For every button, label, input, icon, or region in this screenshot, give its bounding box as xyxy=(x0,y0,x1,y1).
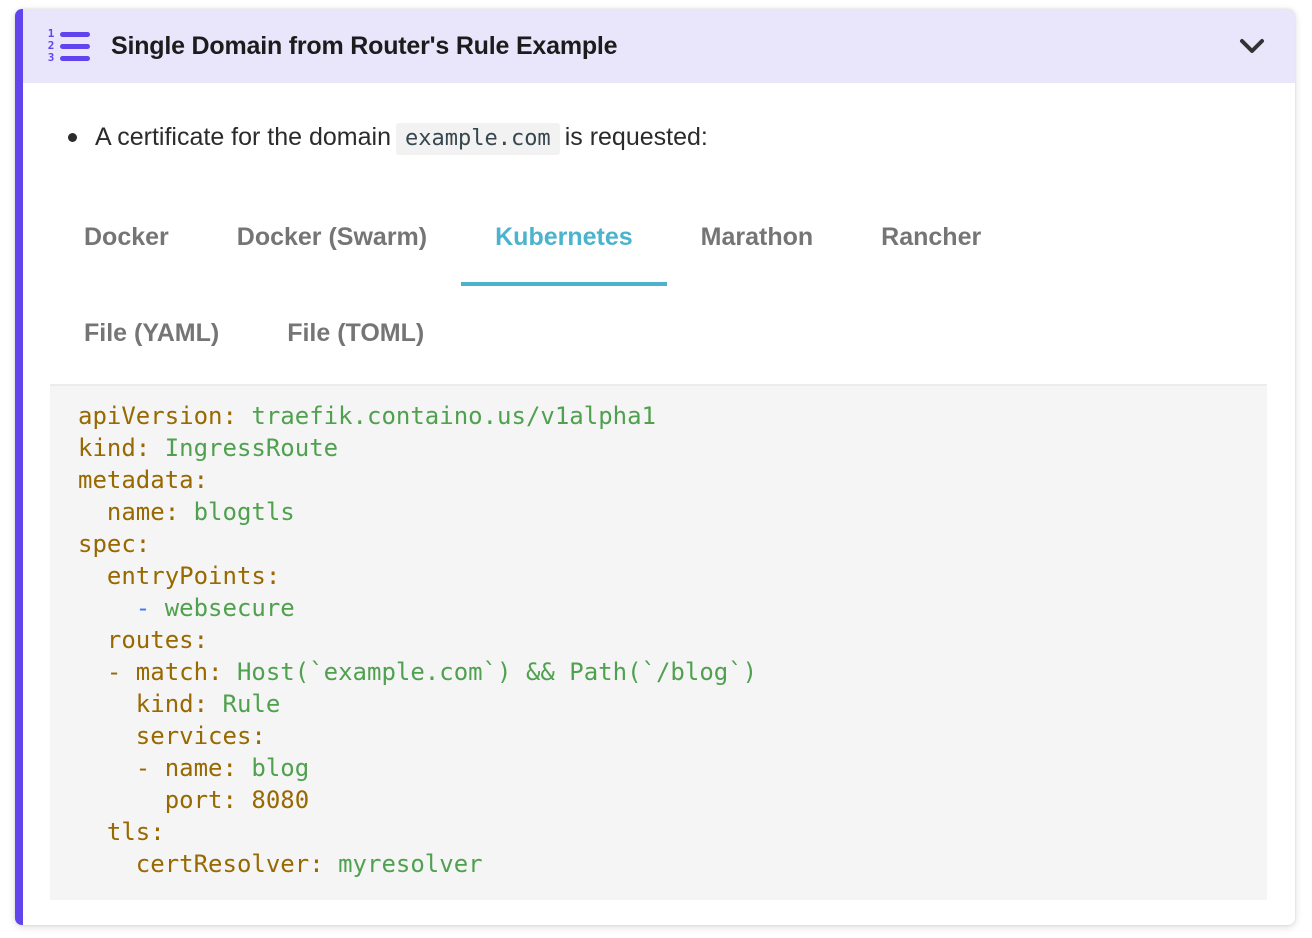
code-token-string: myresolver xyxy=(338,850,483,878)
code-token-key: apiVersion: xyxy=(78,402,237,430)
code-token-plain xyxy=(237,754,251,782)
code-token-string: traefik.containo.us/v1alpha1 xyxy=(251,402,656,430)
code-token-plain xyxy=(237,786,251,814)
code-token-plain xyxy=(78,594,136,622)
code-token-number: 8080 xyxy=(251,786,310,814)
code-token-key: services: xyxy=(135,722,266,750)
inline-code-domain: example.com xyxy=(395,123,560,155)
list-icon-bar xyxy=(60,55,90,61)
tab-row-primary: Docker Docker (Swarm) Kubernetes Marathon Ra… xyxy=(50,223,1267,286)
code-token-key: certResolver: xyxy=(135,850,324,878)
code-token-plain xyxy=(78,786,165,814)
code-token-string: websecure xyxy=(164,594,295,622)
code-token-key: spec: xyxy=(78,530,151,558)
code-token-key: - match: xyxy=(106,658,223,686)
list-icon-digit: 3 xyxy=(47,51,55,64)
list-icon-row: 1 xyxy=(47,27,90,40)
tab-kubernetes[interactable]: Kubernetes xyxy=(461,223,667,286)
code-token-plain xyxy=(78,562,107,590)
code-token-plain xyxy=(78,850,136,878)
code-token-bullet: - xyxy=(135,594,151,622)
code-token-key: name: xyxy=(106,498,180,526)
code-token-plain xyxy=(208,690,222,718)
code-token-key: tls: xyxy=(106,818,165,846)
code-token-key: kind: xyxy=(78,434,151,462)
tab-rancher[interactable]: Rancher xyxy=(881,223,982,251)
code-token-key: port: xyxy=(164,786,237,814)
code-token-plain xyxy=(324,850,338,878)
example-title: Single Domain from Router's Rule Example xyxy=(111,31,618,60)
tab-file-yaml[interactable]: File (YAML) xyxy=(84,319,220,347)
code-token-string: blogtls xyxy=(193,498,295,526)
code-token-key: routes: xyxy=(106,626,209,654)
code-token-plain xyxy=(223,658,237,686)
list-icon-bar xyxy=(60,31,90,37)
code-token-plain xyxy=(150,434,164,462)
code-token-plain xyxy=(78,658,107,686)
tab-docker-swarm[interactable]: Docker (Swarm) xyxy=(236,223,428,251)
tab-row-secondary: File (YAML) File (TOML) xyxy=(50,319,1267,350)
list-icon-row: 3 xyxy=(47,51,90,64)
code-token-plain xyxy=(179,498,193,526)
tab-marathon[interactable]: Marathon xyxy=(700,223,814,251)
bullet-text-before: A certificate for the domain xyxy=(95,123,391,151)
list-icon-digit: 1 xyxy=(47,27,55,40)
code-token-key: kind: xyxy=(135,690,209,718)
bullet-text-after: is requested: xyxy=(564,123,708,151)
code-token-plain xyxy=(78,754,136,782)
code-block: apiVersion: traefik.containo.us/v1alpha1… xyxy=(50,384,1267,900)
code-token-key: - name: xyxy=(135,754,237,782)
list-icon-digit: 2 xyxy=(47,39,55,52)
tab-docker[interactable]: Docker xyxy=(84,223,169,251)
code-token-string: blog xyxy=(251,754,310,782)
tab-file-toml[interactable]: File (TOML) xyxy=(287,319,425,347)
code-token-string: Host(`example.com`) && Path(`/blog`) xyxy=(236,658,758,686)
code-token-key: metadata: xyxy=(78,466,209,494)
code-token-plain xyxy=(78,498,107,526)
code-token-string: Rule xyxy=(222,690,281,718)
code-token-string: IngressRoute xyxy=(164,434,339,462)
code-token-plain xyxy=(78,722,136,750)
code-token-plain xyxy=(150,594,164,622)
list-icon-row: 2 xyxy=(47,39,90,52)
code-token-key: entryPoints: xyxy=(106,562,281,590)
code-token-plain xyxy=(78,690,136,718)
code-token-plain xyxy=(78,818,107,846)
list-icon-bar xyxy=(60,43,90,49)
code-token-plain xyxy=(237,402,251,430)
chevron-down-icon[interactable] xyxy=(1237,35,1267,57)
code-token-plain xyxy=(78,626,107,654)
